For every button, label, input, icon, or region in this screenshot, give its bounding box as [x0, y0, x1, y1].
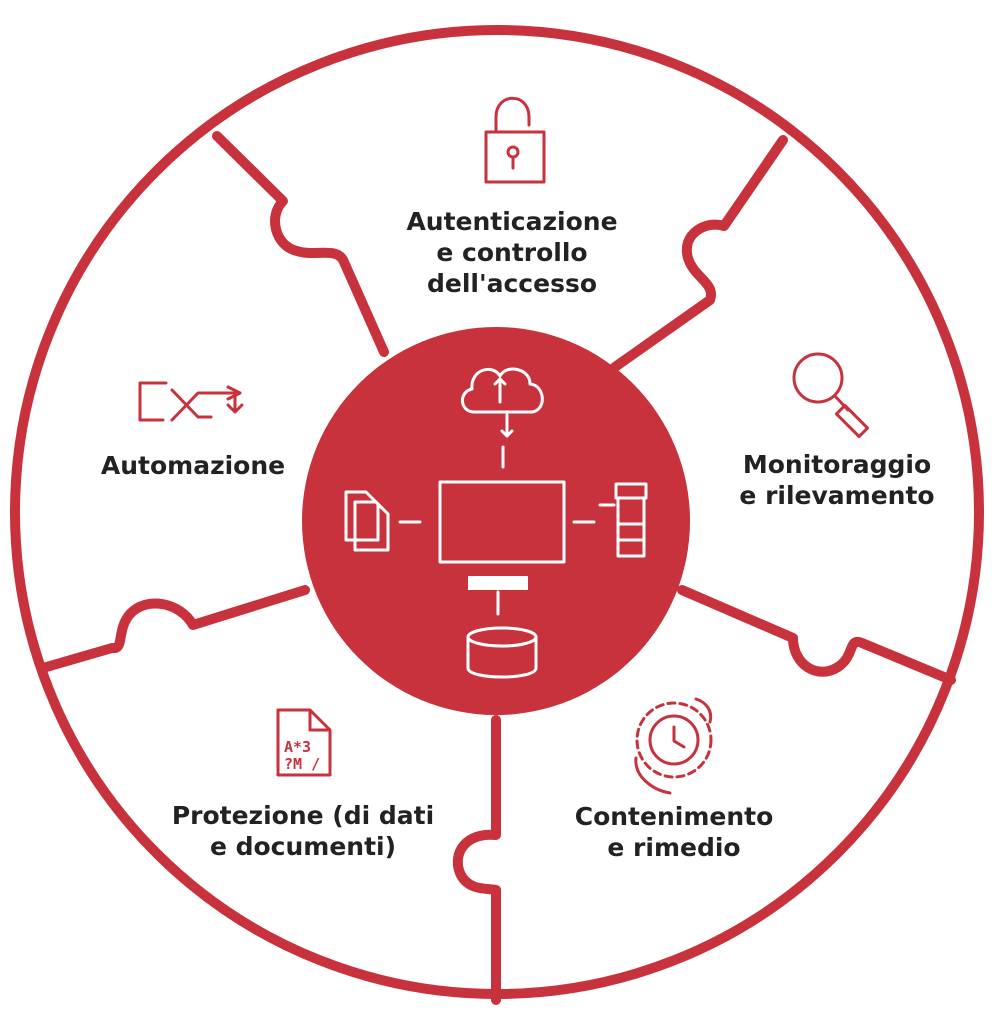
- database-icon: [466, 626, 538, 679]
- divider-auth-auto: [212, 131, 389, 357]
- monitor-icon: [438, 480, 566, 616]
- printer-icon: [572, 482, 648, 558]
- segment-label-auth-line-1: Autenticazione: [406, 207, 617, 236]
- segment-label-auth-line-3: dell'accesso: [427, 269, 597, 298]
- puzzle-dividers: [38, 131, 956, 1005]
- central-hub: [302, 327, 690, 715]
- doc-icon-line-1: A*3: [284, 738, 311, 756]
- segment-label-monitor-line-2: e rilevamento: [739, 481, 934, 510]
- divider-auth-monitor: [610, 135, 788, 372]
- padlock-icon: [484, 96, 546, 184]
- segment-label-auth-line-2: e controllo: [436, 238, 587, 267]
- segment-label-protect-line-2: e documenti): [210, 832, 396, 861]
- documents-icon: [344, 490, 422, 552]
- magnifier-icon: [792, 352, 870, 439]
- divider-protect-auto: [38, 585, 310, 673]
- shuffle-arrows-icon: [138, 381, 244, 422]
- segment-label-auto: Automazione: [101, 451, 285, 480]
- segment-label-monitor-line-1: Monitoraggio: [743, 450, 931, 479]
- segment-label-contain-line-1: Contenimento: [575, 802, 774, 831]
- segment-label-contain-line-2: e rimedio: [607, 833, 740, 862]
- divider-contain-protect: [452, 715, 501, 1005]
- segment-label-protect-line-1: Protezione (di dati: [172, 801, 434, 830]
- encrypted-document-icon: A*3 ?M /: [276, 708, 332, 777]
- gear-clock-icon: [634, 697, 713, 795]
- divider-monitor-contain: [677, 585, 956, 685]
- cloud-upload-download-icon: [461, 367, 544, 469]
- doc-icon-line-2: ?M /: [284, 755, 320, 773]
